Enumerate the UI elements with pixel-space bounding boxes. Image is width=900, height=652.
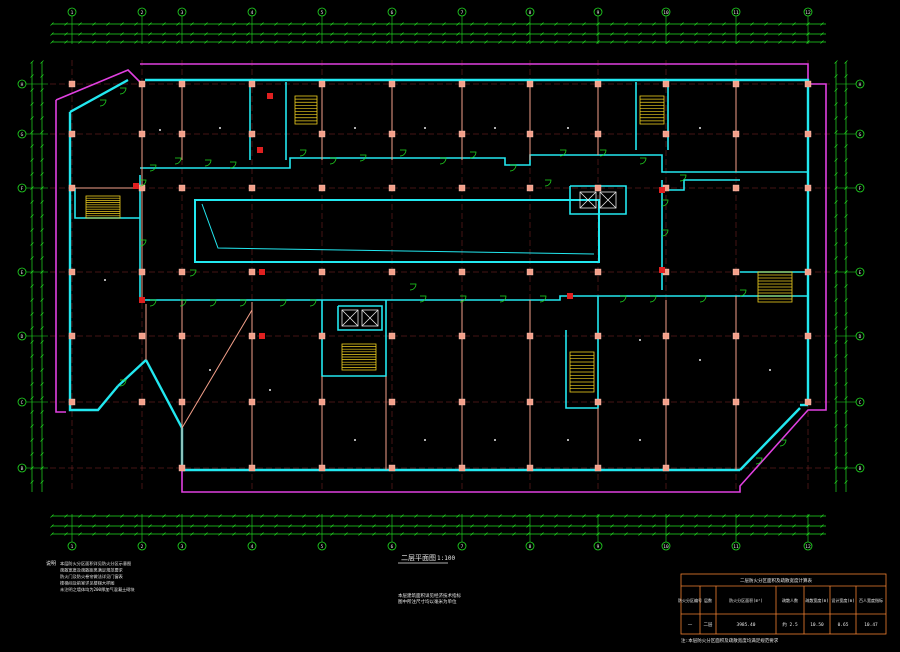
grid-label-col: 7 <box>461 10 464 16</box>
grid-label-col: 2 <box>141 544 144 550</box>
table-data-row: 一 二层 3985.40 约 2.5 10.50 0.65 10.47 <box>688 621 878 628</box>
grid-label-col: 1 <box>71 10 74 16</box>
fire-hydrant-markers <box>133 93 665 339</box>
note-line: 本层防火分区面积详见防火分区示意图 <box>60 560 131 567</box>
grid-label-col: 3 <box>181 544 184 550</box>
grid-label-row: H <box>21 82 24 88</box>
table-cell: 二层 <box>704 622 713 628</box>
grid-label-col: 9 <box>597 10 600 16</box>
grid-label-col: 10 <box>663 544 669 550</box>
table-header-cell: 设计宽度(m) <box>831 597 854 603</box>
plan-title: 二层平面图 <box>401 554 436 562</box>
general-notes: 本层防火分区面积详见防火分区示意图疏散宽度及疏散距离满足规范要求防火门及防火卷帘… <box>60 560 135 593</box>
room-tags <box>104 127 771 441</box>
grid-label-row: D <box>859 334 862 340</box>
table-header-cell: 层数 <box>704 597 712 603</box>
table-header-cell: 疏散人数 <box>782 597 798 603</box>
grid-bubbles-right: H G F E D C B <box>836 79 865 473</box>
table-cell: 10.50 <box>810 622 824 628</box>
grid-label-row: E <box>21 270 24 276</box>
table-cell: 0.65 <box>838 622 849 628</box>
axis-lines <box>50 60 832 492</box>
grid-label-col: 11 <box>733 544 739 550</box>
table-header-cell: 防火分区编号 <box>678 597 702 603</box>
grid-label-col: 7 <box>461 544 464 550</box>
grid-label-row: E <box>859 270 862 276</box>
structural-columns <box>68 80 812 472</box>
building-outline <box>55 63 827 493</box>
grid-label-row: B <box>21 466 24 472</box>
grid-label-col: 8 <box>529 10 532 16</box>
grid-label-row: F <box>859 186 862 192</box>
area-schedule-table <box>680 573 887 635</box>
grid-label-col: 9 <box>597 544 600 550</box>
table-cell: 约 2.5 <box>782 621 798 628</box>
table-cell: 3985.40 <box>737 622 756 628</box>
grid-label-col: 1 <box>71 544 74 550</box>
grid-label-row: D <box>21 334 24 340</box>
interior-walls <box>74 82 809 409</box>
grid-label-col: 5 <box>321 544 324 550</box>
grid-label-row: F <box>21 186 24 192</box>
plan-subtitle-2: 图中所注尺寸均以毫米为单位 <box>398 598 457 605</box>
grid-label-col: 5 <box>321 10 324 16</box>
plan-scale: 1:100 <box>437 555 455 562</box>
grid-label-col: 8 <box>529 544 532 550</box>
elevator-shafts <box>341 191 617 327</box>
table-header-cell: 防火分区面积(m²) <box>729 597 763 603</box>
grid-label-col: 6 <box>391 544 394 550</box>
door-swings <box>99 87 787 465</box>
grid-label-col: 2 <box>141 10 144 16</box>
note-line: 未注明之墙体均为200厚加气混凝土砌块 <box>60 586 135 593</box>
grid-label-col: 12 <box>805 544 811 550</box>
table-title: 二层防火分区面积及疏散宽度计算表 <box>740 577 812 584</box>
atrium-void <box>194 199 600 263</box>
top-dimension-lines <box>31 23 847 535</box>
notes-label: 说明 <box>46 560 56 567</box>
grid-label-col: 3 <box>181 10 184 16</box>
table-cell: 一 <box>688 623 693 628</box>
grid-label-col: 4 <box>251 10 254 16</box>
grid-label-row: C <box>21 400 24 406</box>
note-line: 楼梯间及前室详见楼梯大样图 <box>60 580 114 587</box>
grid-label-col: 12 <box>805 10 811 16</box>
note-line: 疏散宽度及疏散距离满足规范要求 <box>60 567 124 574</box>
dimension-ticks <box>30 22 848 536</box>
grid-label-row: G <box>21 132 24 138</box>
grid-label-col: 10 <box>663 10 669 16</box>
grid-bubbles-left: H G F E D C B <box>17 79 48 473</box>
table-header-cell: 百人宽度指标 <box>859 597 883 603</box>
table-header-row: 防火分区编号层数 防火分区面积(m²) 疏散人数 疏散宽度(m)设计宽度(m) 百人宽度… <box>678 597 883 603</box>
plan-subtitle-1: 本层建筑面积详见经济技术指标 <box>398 592 461 599</box>
grid-label-row: B <box>859 466 862 472</box>
partitions <box>75 84 737 470</box>
stair-treads <box>85 95 793 393</box>
grid-label-col: 4 <box>251 544 254 550</box>
grid-label-row: C <box>859 400 862 406</box>
table-header-cell: 疏散宽度(m) <box>805 597 828 603</box>
grid-label-col: 11 <box>733 10 739 16</box>
note-line: 防火门及防火卷帘做法详见门窗表 <box>60 573 124 580</box>
grid-label-row: H <box>859 82 862 88</box>
grid-label-col: 6 <box>391 10 394 16</box>
grid-label-row: G <box>859 132 862 138</box>
table-footnote: 注:本层防火分区面积及疏散宽度均满足规范要求 <box>681 637 779 644</box>
table-cell: 10.47 <box>864 622 878 628</box>
